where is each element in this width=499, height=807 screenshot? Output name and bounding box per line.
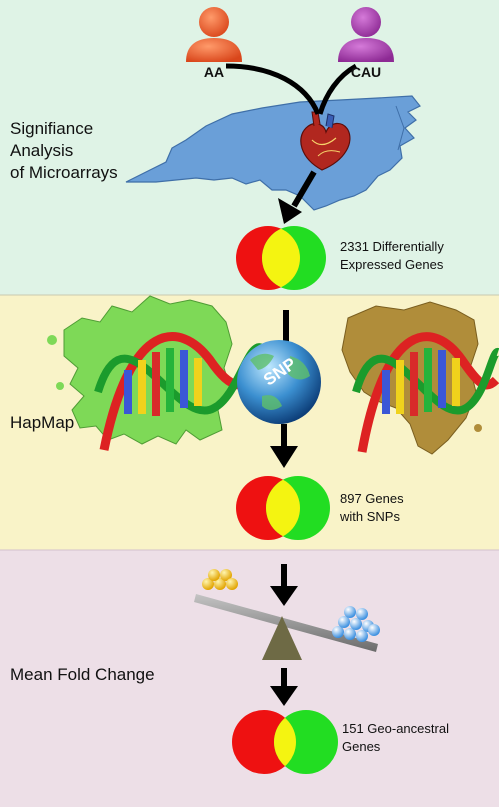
sam-title-line2: Analysis — [10, 141, 74, 160]
hapmap-result-line1: 897 Genes — [340, 491, 404, 506]
person-right-label: CAU — [350, 64, 382, 80]
sam-result-line2: Expressed Genes — [340, 257, 444, 272]
orange-person-icon — [186, 7, 242, 62]
north-carolina-map — [125, 95, 421, 211]
sam-title-line3: of Microarrays — [10, 163, 118, 182]
purple-person-icon — [338, 7, 394, 62]
globe-icon — [237, 340, 321, 424]
sam-title-line1: Signifiance — [10, 119, 94, 138]
sam-result-line1: 2331 Differentially — [340, 239, 444, 254]
fold-change-title: Mean Fold Change — [10, 665, 155, 684]
hapmap-result-line2: with SNPs — [340, 509, 400, 524]
fold-result-line2: Genes — [342, 739, 381, 754]
fold-result-line1: 151 Geo-ancestral — [342, 721, 449, 736]
venn-diagram-icon-3 — [232, 710, 338, 774]
dna-helix-icon-2 — [352, 332, 499, 453]
heart-icon — [300, 111, 351, 171]
hapmap-title: HapMap — [10, 413, 75, 432]
venn-diagram-icon — [236, 226, 326, 290]
person-left-label: AA — [203, 64, 225, 80]
venn-diagram-icon-2 — [236, 476, 330, 540]
balance-scale-icon — [194, 569, 380, 660]
